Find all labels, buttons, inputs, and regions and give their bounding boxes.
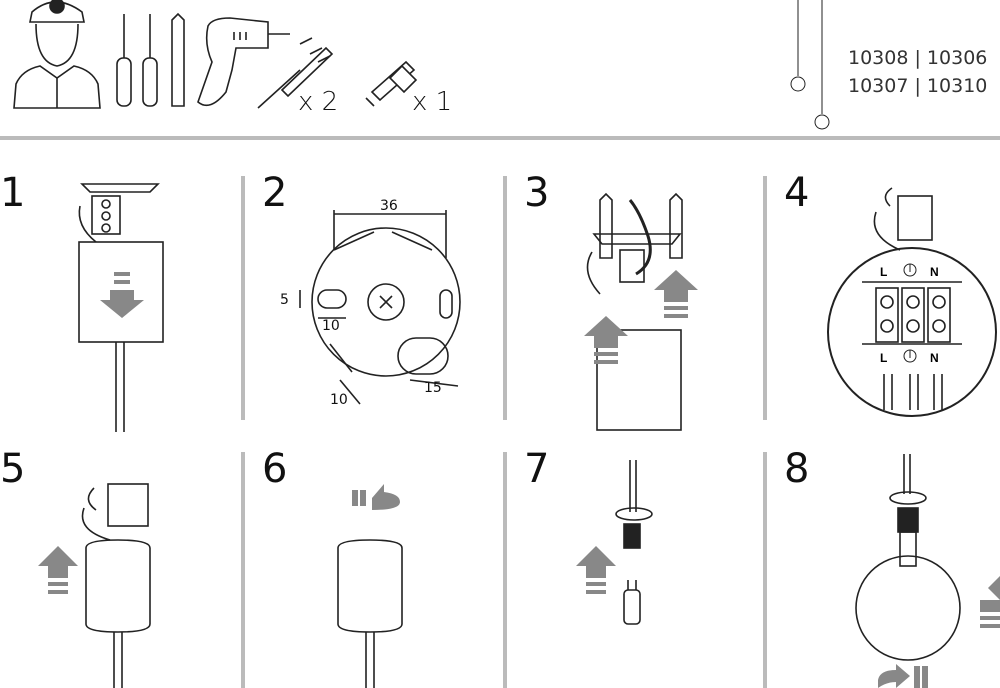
connector-quantity: x 1 [412,87,452,117]
step-3-illustration [586,192,683,431]
anchor-screw-icon [257,37,334,109]
step-3-up-arrow-2-icon [584,316,628,364]
terminal-connector-icon [365,60,418,107]
terminal-live-bottom: L [880,351,887,365]
step-6-illustration [337,539,403,688]
step-2-mounting-plate [299,210,461,405]
step-8-illustration [855,454,961,661]
step-5-illustration [81,483,151,688]
terminal-neutral-bottom: N [930,351,939,365]
step-4-illustration [827,187,997,417]
step-number-6: 6 [262,446,287,492]
terminal-live-top: L [880,265,887,279]
step-number-1: 1 [0,170,25,216]
step-number-7: 7 [524,446,549,492]
model-numbers-line-2: 10307 | 10310 [848,75,987,97]
drill-icon [197,17,290,107]
step-1-down-arrow-icon [100,272,144,318]
dimension-width: 36 [380,198,398,214]
step-3-up-arrow-icon [654,270,698,318]
header-tools: x 2 x 1 10308 | 10306 10307 | 10310 [13,0,987,130]
earth-symbol-icon [903,263,917,363]
step-number-8: 8 [784,446,809,492]
step-number-2: 2 [262,170,287,216]
pendant-lamp-icon [790,0,830,130]
terminal-neutral-top: N [930,265,939,279]
step-7-up-arrow-icon [576,546,616,594]
screwdriver-icon [116,12,185,107]
step-number-5: 5 [0,446,25,492]
step-8-rotate-icon [878,664,928,688]
step-7-illustration [615,460,653,625]
step-6-rotate-icon [352,484,400,510]
dimension-slot-height: 5 [280,292,289,308]
step-number-4: 4 [784,170,809,216]
step-5-up-arrow-icon [38,546,78,594]
dimension-oval-width: 15 [424,380,442,396]
step-1-illustration [78,183,164,432]
dimension-oval-height: 10 [330,392,348,408]
step-number-3: 3 [524,170,549,216]
model-numbers-line-1: 10308 | 10306 [848,47,987,69]
anchor-quantity: x 2 [298,87,338,117]
panel-dividers [241,176,767,688]
electrician-icon [13,0,101,109]
dimension-slot-width: 10 [322,318,340,334]
step-8-up-arrow-icon [980,576,1000,628]
